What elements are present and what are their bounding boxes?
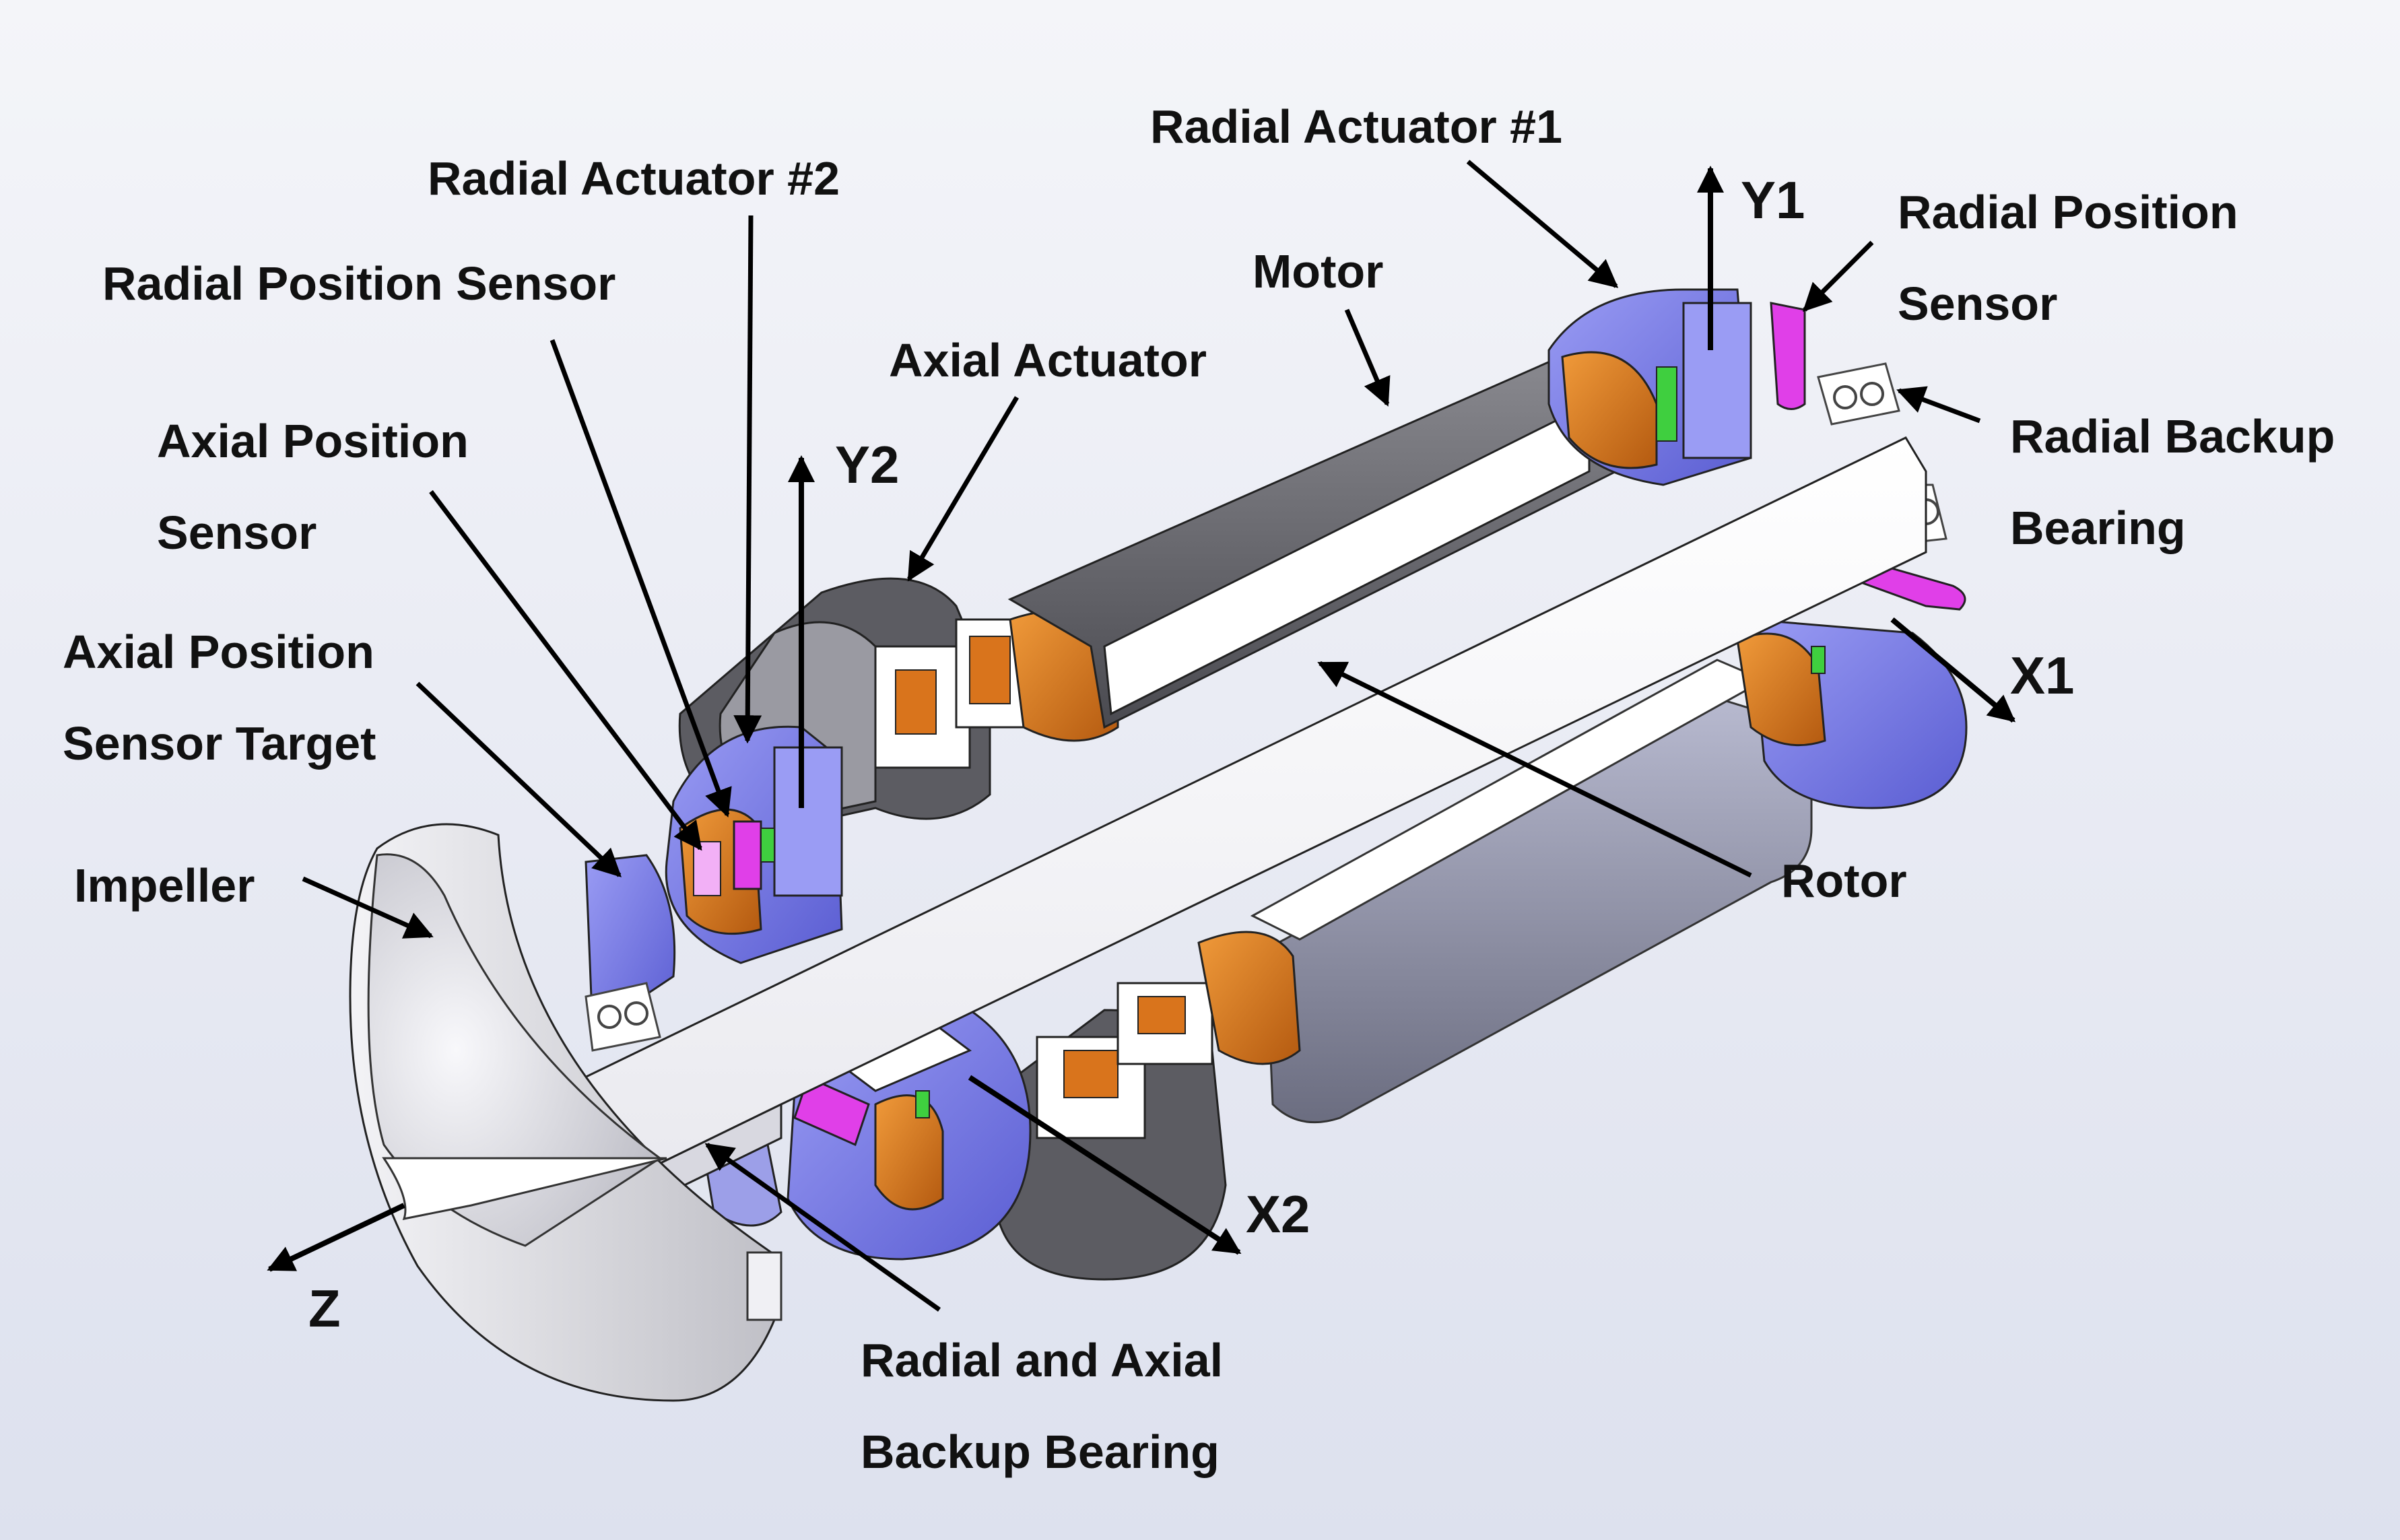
impeller [349,823,782,1402]
radial-axial-backup-bearing [585,982,661,1052]
label-radial-actuator-2: Radial Actuator #2 [428,152,840,205]
upper-radial-actuator-2 [665,725,843,964]
axis-label-x2: X2 [1246,1184,1310,1244]
label-axial-position-sensor-line1: Axial Position [157,415,469,467]
label-axial-sensor-target-line1: Axial Position [63,626,374,678]
label-rotor: Rotor [1781,855,1907,907]
axis-label-x1: X1 [2010,646,2075,705]
label-radial-backup-bearing-line2: Bearing [2010,502,2186,554]
label-radial-axial-backup-bearing-line2: Backup Bearing [861,1426,1220,1478]
lower-axial-actuator [995,931,1301,1281]
label-impeller: Impeller [74,859,255,912]
label-axial-sensor-target-line2: Sensor Target [63,717,376,770]
label-radial-position-sensor-left: Radial Position Sensor [102,257,616,310]
label-axial-position-sensor-line2: Sensor [157,506,317,559]
axis-label-y1: Y1 [1741,170,1805,230]
label-axial-actuator: Axial Actuator [889,334,1207,387]
upper-radial-actuator-1 [1547,288,1900,486]
axis-label-y2: Y2 [835,435,900,494]
axis-label-z: Z [308,1279,341,1338]
label-motor: Motor [1253,245,1384,298]
label-radial-actuator-1: Radial Actuator #1 [1150,100,1563,153]
leader-lines [302,160,1981,1312]
label-radial-backup-bearing-line1: Radial Backup [2010,410,2335,463]
label-radial-axial-backup-bearing-line1: Radial and Axial [861,1334,1224,1386]
coordinate-axes [267,166,2016,1272]
axial-sensor-target [585,854,676,1032]
lower-motor-stator [1250,659,1813,1124]
label-radial-position-sensor-right-line2: Sensor [1898,277,2058,330]
label-radial-position-sensor-right-line1: Radial Position [1898,186,2238,238]
